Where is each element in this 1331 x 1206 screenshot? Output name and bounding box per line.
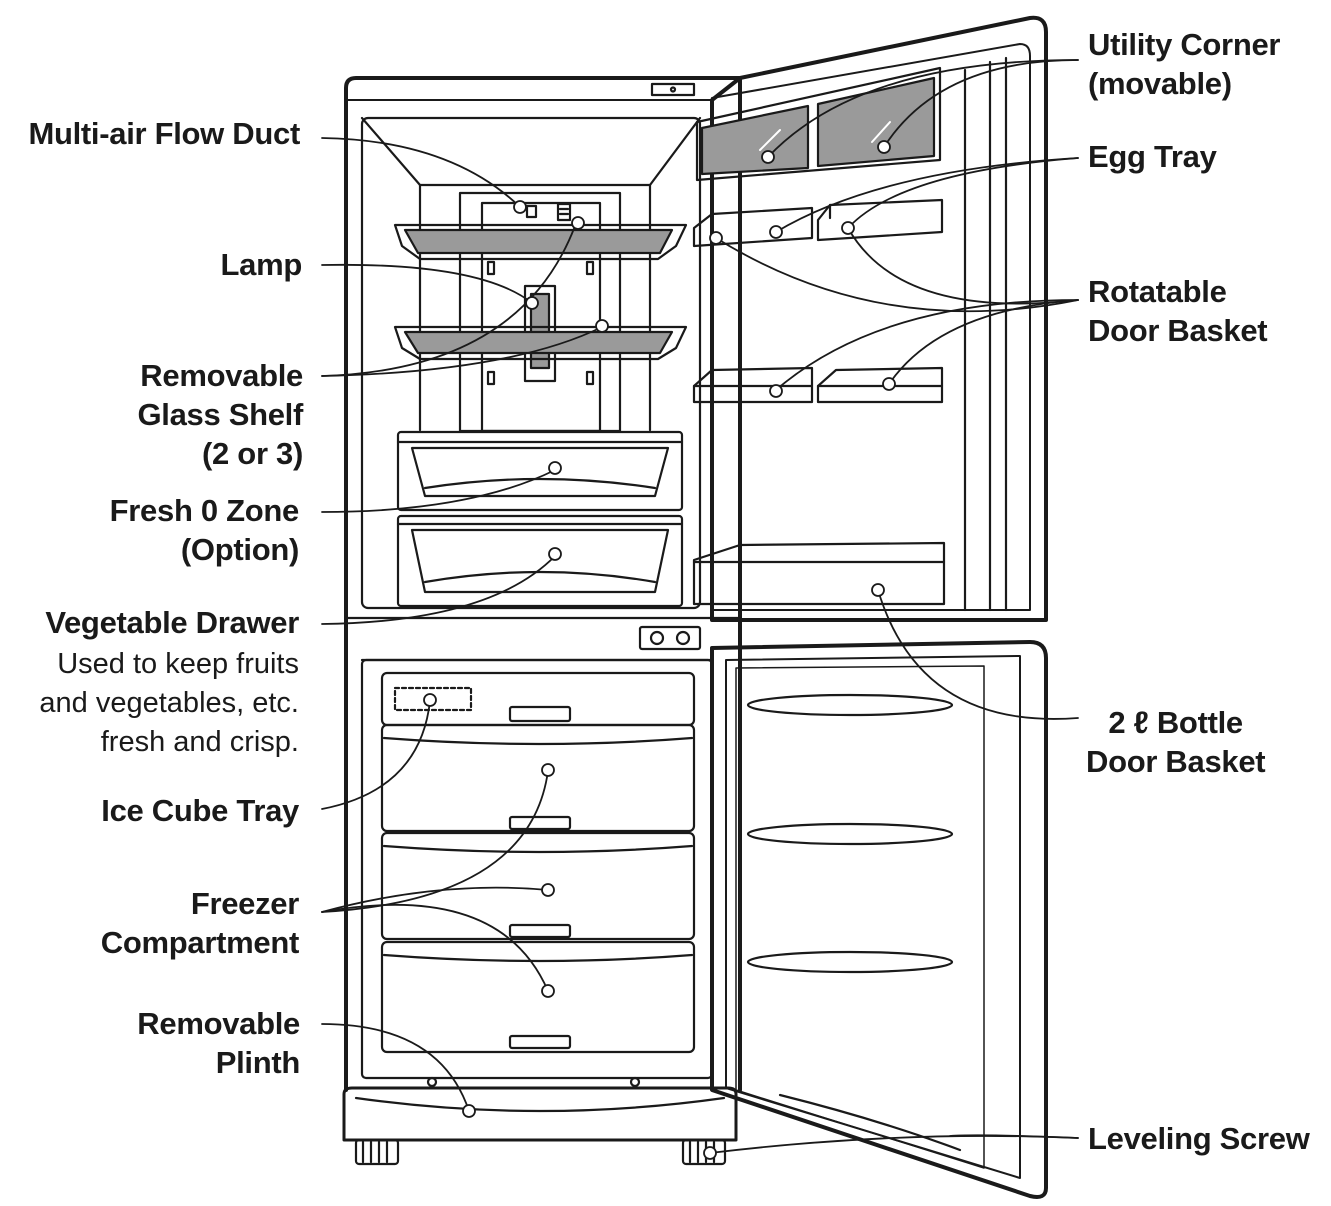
leader-fresh-zone — [322, 470, 555, 512]
label-vegetable-drawer: Vegetable Drawer — [45, 603, 299, 642]
dot-utility-1 — [762, 151, 774, 163]
dot-freezer-2 — [542, 884, 554, 896]
dot-bottle — [872, 584, 884, 596]
dot-ice-tray — [424, 694, 436, 706]
plinth — [344, 1078, 736, 1164]
dot-rotatable-4 — [883, 378, 895, 390]
label-egg-tray: Egg Tray — [1088, 137, 1217, 176]
rotatable-door-basket — [694, 200, 942, 402]
vegetable-drawer-note: Used to keep fruits and vegetables, etc.… — [39, 645, 299, 762]
vegetable-drawer — [398, 516, 682, 606]
fresh-zone-drawer — [398, 432, 682, 510]
dot-fresh-zone — [549, 462, 561, 474]
leader-freezer-3 — [322, 905, 548, 991]
label-ice-cube-tray: Ice Cube Tray — [101, 791, 299, 830]
leader-rotatable-2 — [848, 228, 1078, 304]
dot-vegetable — [549, 548, 561, 560]
leader-vegetable-drawer — [322, 556, 555, 624]
label-fresh-zone: Fresh 0 Zone (Option) — [110, 491, 299, 569]
freezer-compartment — [362, 660, 712, 1078]
dot-lamp — [526, 297, 538, 309]
leader-ice-cube-tray — [322, 701, 430, 809]
dot-shelf-1 — [572, 217, 584, 229]
dot-freezer-1 — [542, 764, 554, 776]
leader-rotatable-1 — [716, 238, 1078, 311]
cabinet-divider — [346, 618, 740, 660]
label-leveling-screw: Leveling Screw — [1088, 1119, 1310, 1158]
dot-egg-2 — [842, 222, 854, 234]
dot-duct — [514, 201, 526, 213]
label-lamp: Lamp — [221, 245, 302, 284]
freezer-door — [712, 642, 1046, 1197]
leader-egg-tray-2 — [848, 158, 1078, 228]
label-utility-corner: Utility Corner (movable) — [1088, 25, 1280, 103]
dot-plinth — [463, 1105, 475, 1117]
label-glass-shelf: Removable Glass Shelf (2 or 3) — [137, 356, 303, 473]
label-rotatable-door-basket: Rotatable Door Basket — [1088, 272, 1267, 350]
leader-rotatable-4 — [889, 300, 1078, 384]
label-freezer-compartment: Freezer Compartment — [101, 884, 299, 962]
dot-rotatable-1 — [710, 232, 722, 244]
dot-shelf-2 — [596, 320, 608, 332]
bottle-door-basket — [694, 543, 944, 604]
dot-egg-1 — [770, 226, 782, 238]
glass-shelf — [395, 225, 686, 359]
dot-leveling — [704, 1147, 716, 1159]
label-bottle-door-basket: 2 ℓ Bottle Door Basket — [1086, 703, 1265, 781]
leader-lamp — [322, 265, 532, 303]
dot-rotatable-3 — [770, 385, 782, 397]
label-removable-plinth: Removable Plinth — [137, 1004, 300, 1082]
dot-freezer-3 — [542, 985, 554, 997]
label-multi-air-flow-duct: Multi-air Flow Duct — [28, 114, 300, 153]
dot-utility-2 — [878, 141, 890, 153]
